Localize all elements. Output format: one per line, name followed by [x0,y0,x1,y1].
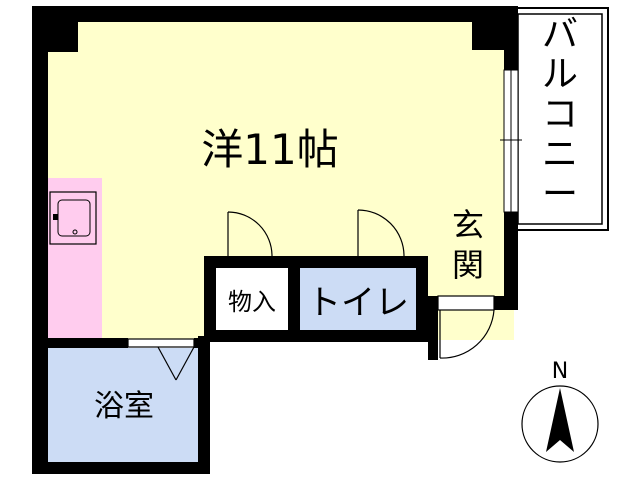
balcony-label: バルコニー [542,14,578,215]
storage-label: 物入 [228,288,276,316]
balcony [511,7,609,231]
compass: N [521,359,599,463]
bath-door [127,338,195,381]
walls [32,6,518,474]
toilet-room [298,268,416,330]
main-room-label: 洋11帖 [201,125,338,174]
storage-room [214,268,290,330]
north-arrow-icon [546,388,574,452]
balcony-window [500,69,522,213]
bath-room [46,348,198,464]
entrance-door [437,295,495,359]
kitchen-area [46,178,102,340]
compass-north-label: N [552,359,568,384]
toilet-door [357,209,405,257]
bath-label: 浴室 [94,389,154,424]
sink-icon [49,191,97,245]
entrance-label: 玄関 [452,206,484,284]
storage-door [227,211,273,257]
toilet-label: トイレ [307,283,409,323]
